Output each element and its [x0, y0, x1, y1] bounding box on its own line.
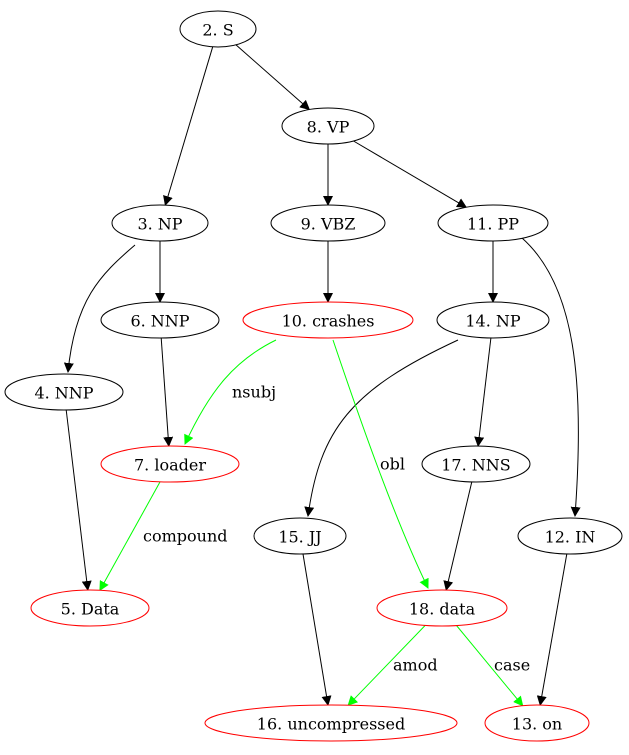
node-6: 6. NNP	[100, 301, 220, 339]
node-label-17: 17. NNS	[441, 456, 511, 475]
constituent-node-ellipse-15	[253, 517, 347, 555]
node-label-6: 6. NNP	[130, 312, 189, 331]
node-10: 10. crashes	[242, 301, 414, 339]
nodes-layer: 2. S 8. VP 3. NP 9. VBZ 11. PP 6. NNP 10. cras…	[4, 10, 623, 742]
node-17: 17. NNS	[421, 445, 531, 483]
constituent-node-ellipse-11	[437, 204, 549, 242]
edge-label-compound: compound	[143, 527, 228, 546]
constituent-node-ellipse-6	[100, 301, 220, 339]
syntax-edge-2-8	[235, 44, 311, 111]
dependency-edge-10-7	[184, 339, 277, 445]
edge-label-nsubj: nsubj	[232, 383, 276, 402]
node-16: 16. uncompressed	[204, 704, 458, 742]
edge-label-case: case	[494, 656, 530, 675]
node-label-14: 14. NP	[465, 312, 521, 331]
constituent-node-ellipse-14	[436, 301, 550, 339]
syntax-edge-6-7	[160, 337, 174, 447]
syntax-edge-3-4	[63, 244, 136, 373]
node-8: 8. VP	[281, 107, 375, 145]
node-label-16: 16. uncompressed	[257, 715, 405, 734]
node-label-4: 4. NNP	[34, 384, 93, 403]
syntax-edge-2-3	[163, 46, 214, 207]
node-5: 5. Data	[30, 589, 150, 627]
node-label-11: 11. PP	[467, 215, 519, 234]
word-node-ellipse-16	[204, 704, 458, 742]
node-11: 11. PP	[437, 204, 549, 242]
node-label-7: 7. loader	[134, 456, 206, 475]
node-label-13: 13. on	[512, 715, 562, 734]
node-label-9: 9. VBZ	[301, 215, 356, 234]
node-15: 15. JJ	[253, 517, 347, 555]
word-node-ellipse-7	[100, 445, 240, 483]
node-9: 9. VBZ	[270, 204, 386, 242]
node-2: 2. S	[179, 10, 257, 48]
edges-layer	[63, 44, 581, 707]
node-label-3: 3. NP	[137, 215, 182, 234]
word-node-ellipse-5	[30, 589, 150, 627]
constituent-node-ellipse-2	[179, 10, 257, 48]
dependency-edge-18-16	[347, 625, 426, 706]
word-node-ellipse-18	[376, 589, 508, 627]
constituent-node-ellipse-4	[4, 373, 124, 411]
syntax-edge-11-12	[521, 237, 581, 517]
syntax-edge-12-13	[536, 553, 568, 706]
node-label-8: 8. VP	[307, 118, 350, 137]
node-label-10: 10. crashes	[282, 312, 375, 331]
syntax-edge-8-11	[353, 140, 468, 208]
node-label-2: 2. S	[202, 21, 233, 40]
dependency-edge-10-18	[332, 339, 429, 589]
constituent-node-ellipse-8	[281, 107, 375, 145]
word-node-ellipse-10	[242, 301, 414, 339]
dependency-edge-18-13	[456, 625, 524, 707]
node-4: 4. NNP	[4, 373, 124, 411]
node-7: 7. loader	[100, 445, 240, 483]
constituent-node-ellipse-12	[517, 517, 623, 555]
edge-labels-layer: nsubj obl compound amod case	[143, 383, 530, 675]
word-node-ellipse-13	[484, 704, 590, 742]
node-12: 12. IN	[517, 517, 623, 555]
node-label-12: 12. IN	[545, 528, 596, 547]
node-3: 3. NP	[111, 204, 209, 242]
constituent-node-ellipse-17	[421, 445, 531, 483]
node-13: 13. on	[484, 704, 590, 742]
edge-label-amod: amod	[393, 656, 438, 675]
syntax-edge-14-15	[304, 339, 459, 517]
node-18: 18. data	[376, 589, 508, 627]
node-label-5: 5. Data	[61, 600, 120, 619]
node-label-18: 18. data	[409, 600, 476, 619]
dependency-edge-7-5	[99, 481, 161, 592]
node-14: 14. NP	[436, 301, 550, 339]
syntax-edge-15-16	[302, 553, 332, 706]
edge-label-obl: obl	[380, 455, 405, 474]
syntax-edge-4-5	[65, 409, 92, 591]
constituent-node-ellipse-9	[270, 204, 386, 242]
node-label-15: 15. JJ	[278, 528, 321, 547]
syntax-edge-14-17	[474, 337, 492, 447]
syntax-edge-17-18	[443, 481, 473, 591]
constituent-node-ellipse-3	[111, 204, 209, 242]
